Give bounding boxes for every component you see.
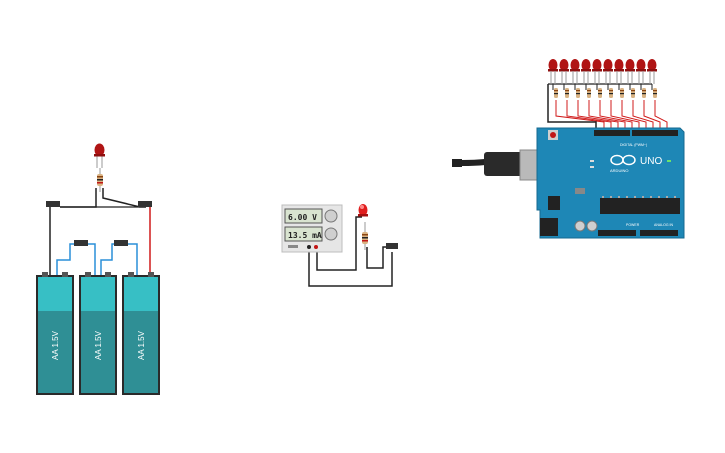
psu-led[interactable] [358, 204, 368, 217]
atmega-chip [600, 198, 680, 214]
wire-blue-1[interactable] [56, 243, 78, 275]
led-signal-wire[interactable] [566, 100, 612, 131]
arduino-led[interactable] [647, 59, 657, 84]
led-ground-bus[interactable] [547, 84, 597, 131]
arduino-resistor[interactable] [576, 88, 580, 98]
battery-label: AA 1.5V [51, 330, 60, 360]
dc-jack[interactable] [540, 218, 558, 236]
resistor[interactable] [97, 168, 103, 192]
power-supply[interactable]: 6.00 V 13.5 mA [281, 204, 343, 253]
wire-blue-3[interactable] [100, 243, 118, 275]
led-signal-wire[interactable] [654, 100, 668, 131]
voltage-knob[interactable] [324, 209, 338, 223]
psu-terminal-red[interactable] [314, 245, 318, 249]
arduino-led[interactable] [603, 59, 613, 84]
arduino-led[interactable] [625, 59, 635, 84]
psu-resistor[interactable] [362, 222, 368, 250]
led-signal-wire[interactable] [577, 100, 619, 131]
usb-cable[interactable] [452, 149, 543, 181]
psu-current-display: 13.5 mA [288, 231, 322, 240]
arduino-resistor[interactable] [598, 88, 602, 98]
arduino-brand: ARDUINO [610, 168, 628, 173]
arduino-led[interactable] [559, 59, 569, 84]
led-signal-wire[interactable] [632, 100, 654, 131]
arduino-led[interactable] [581, 59, 591, 84]
arduino-resistor[interactable] [565, 88, 569, 98]
wire-black-led-left[interactable] [60, 188, 97, 208]
power-supply-circuit: 6.00 V 13.5 mA [281, 204, 398, 287]
switch-blue-2[interactable] [114, 240, 128, 246]
arduino-led[interactable] [548, 59, 558, 84]
wire-psu-led[interactable] [366, 246, 388, 269]
arduino-resistor[interactable] [554, 88, 558, 98]
arduino-led[interactable] [614, 59, 624, 84]
psu-voltage-display: 6.00 V [288, 213, 317, 222]
uno-label: UNO [640, 156, 662, 167]
current-knob[interactable] [324, 227, 338, 241]
led-signal-wire[interactable] [621, 100, 647, 131]
arduino-logo-icon [610, 154, 636, 166]
arduino-led[interactable] [592, 59, 602, 84]
arduino-resistor[interactable] [609, 88, 613, 98]
battery-label: AA 1.5V [137, 330, 146, 360]
psu-terminal-black[interactable] [307, 245, 311, 249]
wire-psu-black[interactable] [308, 247, 393, 287]
led-signal-wire[interactable] [599, 100, 633, 131]
arduino-uno-board[interactable]: UNO ARDUINO DIGITAL (PWM~) POWER ANALOG … [536, 127, 685, 239]
arduino-circuit: UNO ARDUINO DIGITAL (PWM~) POWER ANALOG … [452, 59, 685, 239]
wire-blue-2[interactable] [86, 243, 96, 275]
battery-label: AA 1.5V [94, 330, 103, 360]
psu-switch[interactable] [386, 243, 398, 249]
led-signal-wire[interactable] [610, 100, 640, 131]
battery-aa[interactable]: AA 1.5V [122, 272, 160, 395]
digital-label: DIGITAL (PWM~) [620, 143, 647, 147]
arduino-led[interactable] [570, 59, 580, 84]
switch-right[interactable] [138, 201, 152, 207]
wire-blue-4[interactable] [126, 243, 138, 275]
arduino-resistor[interactable] [620, 88, 624, 98]
battery-aa[interactable]: AA 1.5V [79, 272, 117, 395]
power-label: POWER [626, 223, 640, 227]
led-signal-wire[interactable] [588, 100, 626, 131]
arduino-led[interactable] [636, 59, 646, 84]
battery-aa[interactable]: AA 1.5V [36, 272, 74, 395]
analog-label: ANALOG IN [654, 223, 674, 227]
switch-blue-1[interactable] [74, 240, 88, 246]
led-signal-wire[interactable] [555, 100, 605, 131]
switch-left[interactable] [46, 201, 60, 207]
wire-psu-red[interactable] [316, 216, 362, 271]
arduino-resistor[interactable] [653, 88, 657, 98]
battery-circuit: AA 1.5V AA 1.5V AA 1.5V [36, 143, 160, 395]
arduino-resistor[interactable] [642, 88, 646, 98]
led-signal-wire[interactable] [643, 100, 661, 131]
led-red[interactable] [94, 143, 105, 169]
arduino-resistor[interactable] [631, 88, 635, 98]
wire-black-left[interactable] [49, 204, 54, 275]
arduino-resistor[interactable] [587, 88, 591, 98]
